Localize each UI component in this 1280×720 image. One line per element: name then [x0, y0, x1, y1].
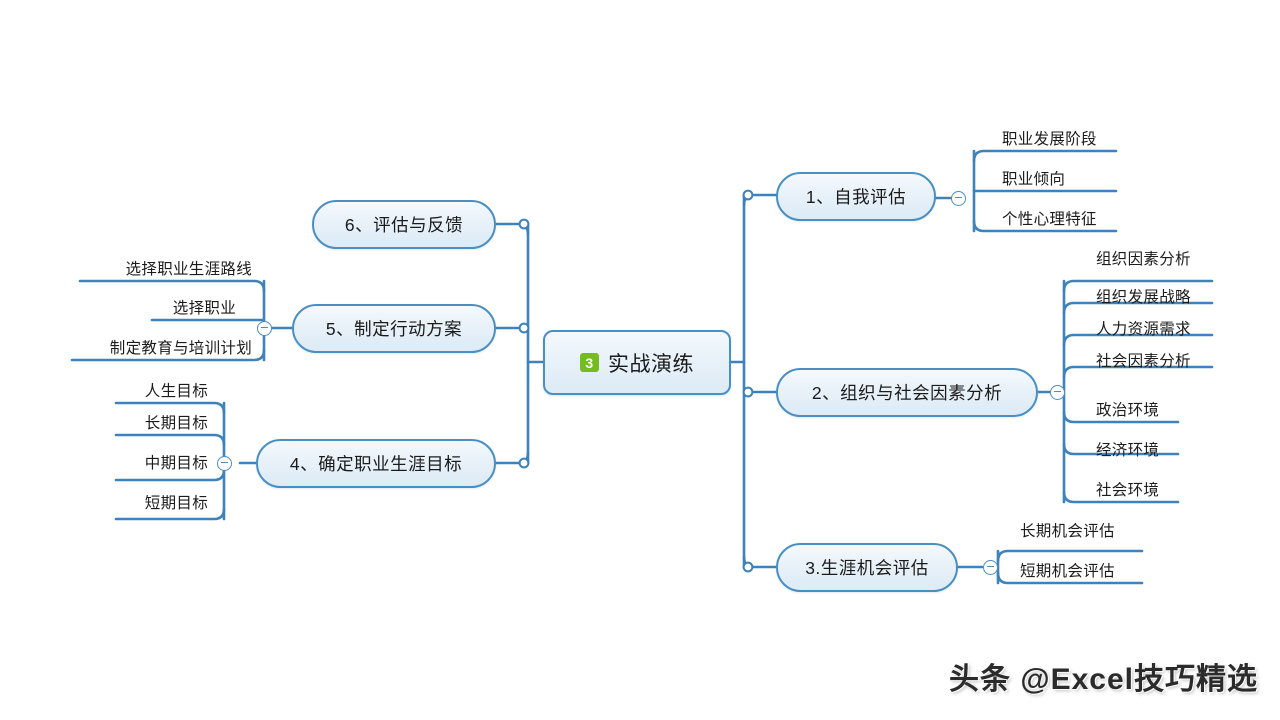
collapse-toggle-branch-1[interactable] [951, 190, 966, 206]
branch-5-label: 5、制定行动方案 [325, 319, 463, 339]
branch-node-5[interactable]: 5、制定行动方案 [292, 304, 496, 353]
leaf-b1-c1[interactable]: 职业发展阶段 [1002, 131, 1097, 148]
watermark: 头条 @Excel技巧精选 [949, 663, 1258, 696]
leaf-b5-c1[interactable]: 选择职业生涯路线 [125, 261, 252, 278]
line-b2-c7 [1062, 490, 1180, 504]
collapse-toggle-branch-5[interactable] [257, 320, 272, 336]
connector-dot-branch-1[interactable] [742, 189, 754, 201]
leaf-b1-c2[interactable]: 职业倾向 [1002, 171, 1066, 188]
leaf-b2-c4[interactable]: 社会因素分析 [1096, 353, 1191, 370]
line-b2-c5 [1062, 410, 1180, 424]
connector-dot-branch-6[interactable] [518, 218, 530, 230]
branch-2-label: 2、组织与社会因素分析 [811, 383, 1003, 403]
branch-node-6[interactable]: 6、评估与反馈 [312, 200, 496, 249]
line-b1-c3 [972, 219, 1118, 233]
line-b3-c1 [996, 549, 1144, 563]
line-b2-c6 [1062, 442, 1180, 456]
collapse-toggle-branch-4[interactable] [217, 455, 232, 471]
leaf-b2-c2[interactable]: 组织发展战略 [1096, 289, 1191, 306]
line-b2-c1 [1062, 279, 1214, 293]
collapse-toggle-branch-2[interactable] [1050, 384, 1065, 400]
leaf-b1-c3[interactable]: 个性心理特征 [1002, 211, 1097, 228]
leaf-b5-c2[interactable]: 选择职业 [172, 300, 236, 317]
root-node[interactable]: 3 实战演练 [543, 330, 731, 395]
line-b4-c2 [114, 433, 226, 447]
line-b5-c1 [78, 279, 266, 293]
branch-4-label: 4、确定职业生涯目标 [289, 454, 463, 474]
leaf-b4-c3[interactable]: 中期目标 [144, 455, 208, 472]
line-b5-c3 [70, 348, 266, 362]
connector-dot-branch-3[interactable] [742, 561, 754, 573]
line-b3-c2 [996, 571, 1144, 585]
leaf-b2-c5[interactable]: 政治环境 [1096, 402, 1160, 419]
leaf-b3-c1[interactable]: 长期机会评估 [1020, 523, 1115, 540]
leaf-b4-c1[interactable]: 人生目标 [144, 383, 208, 400]
leaf-b2-c6[interactable]: 经济环境 [1096, 442, 1160, 459]
branch-node-4[interactable]: 4、确定职业生涯目标 [256, 439, 496, 488]
line-b4-c1 [114, 401, 226, 415]
line-b2-c3 [1062, 333, 1214, 347]
leaf-b2-c3[interactable]: 人力资源需求 [1096, 321, 1191, 338]
line-b1-c1 [972, 149, 1118, 163]
connector-dot-branch-4[interactable] [518, 457, 530, 469]
connector-dot-branch-5[interactable] [518, 322, 530, 334]
leaf-b2-c7[interactable]: 社会环境 [1096, 482, 1160, 499]
branch-node-1[interactable]: 1、自我评估 [776, 172, 936, 221]
leaf-b2-c1[interactable]: 组织因素分析 [1096, 251, 1191, 268]
connector-dot-branch-2[interactable] [742, 386, 754, 398]
root-label: 实战演练 [608, 352, 694, 376]
branch-node-3[interactable]: 3.生涯机会评估 [776, 543, 958, 592]
root-badge: 3 [580, 353, 599, 372]
line-b4-c3 [114, 468, 226, 482]
leaf-b4-c4[interactable]: 短期目标 [144, 495, 208, 512]
leaf-b3-c2[interactable]: 短期机会评估 [1020, 563, 1115, 580]
line-b2-c2 [1062, 301, 1214, 315]
leaf-b4-c2[interactable]: 长期目标 [144, 415, 208, 432]
line-b2-c4 [1062, 365, 1214, 379]
collapse-toggle-branch-3[interactable] [983, 559, 998, 575]
leaf-b5-c3[interactable]: 制定教育与培训计划 [109, 340, 252, 357]
branch-node-2[interactable]: 2、组织与社会因素分析 [776, 368, 1038, 417]
line-b4-c4 [114, 507, 226, 521]
branch-3-label: 3.生涯机会评估 [805, 558, 929, 578]
branch-6-label: 6、评估与反馈 [344, 215, 464, 235]
branch-1-label: 1、自我评估 [805, 187, 907, 207]
